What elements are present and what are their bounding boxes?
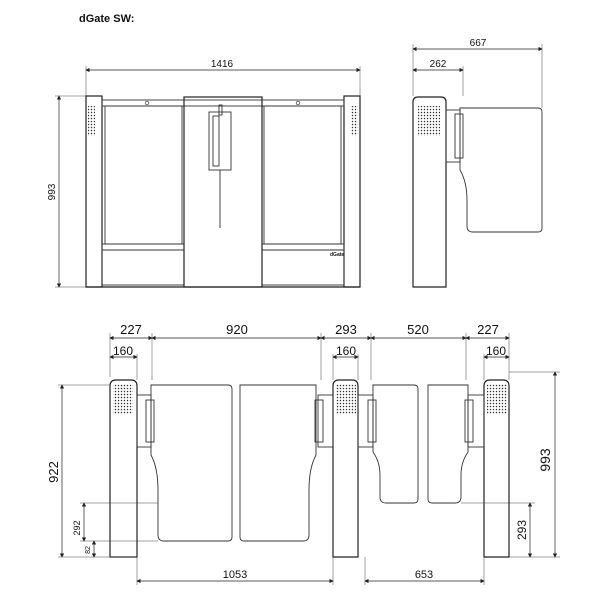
front-view: 1416 993 dGate: [47, 59, 361, 288]
post-grille-1: [113, 384, 133, 414]
dim-160-mid: 160: [336, 344, 356, 358]
dim-160-left: 160: [113, 344, 133, 358]
side-view: 667 262: [412, 38, 543, 288]
post-grille-2: [336, 384, 356, 414]
dim-227-left: 227: [120, 322, 142, 337]
dim-293: 293: [335, 322, 357, 337]
dim-993-front: 993: [47, 183, 58, 200]
dim-1053: 1053: [223, 569, 247, 581]
dim-922: 922: [46, 461, 61, 483]
dim-292: 292: [72, 520, 82, 535]
dim-160-right: 160: [486, 344, 506, 358]
dim-227-right: 227: [477, 322, 499, 337]
dim-993-bottom: 993: [537, 448, 553, 472]
drawing-title: dGate SW:: [79, 13, 135, 25]
dim-82: 82: [85, 546, 92, 554]
dim-667: 667: [470, 38, 487, 49]
dim-1416: 1416: [211, 59, 234, 70]
dim-293-right: 293: [515, 520, 529, 540]
brand-label: dGate: [330, 252, 344, 258]
dim-520: 520: [407, 322, 429, 337]
dim-653: 653: [415, 569, 433, 581]
post-grille-3: [487, 384, 507, 414]
right-post-grille: [351, 106, 358, 136]
bottom-view: 227 920 293 520 227 160 160 160: [46, 322, 560, 585]
side-post-grille: [418, 106, 440, 136]
left-post-grille: [88, 106, 95, 136]
dim-262: 262: [430, 59, 447, 70]
dim-920: 920: [226, 322, 248, 337]
